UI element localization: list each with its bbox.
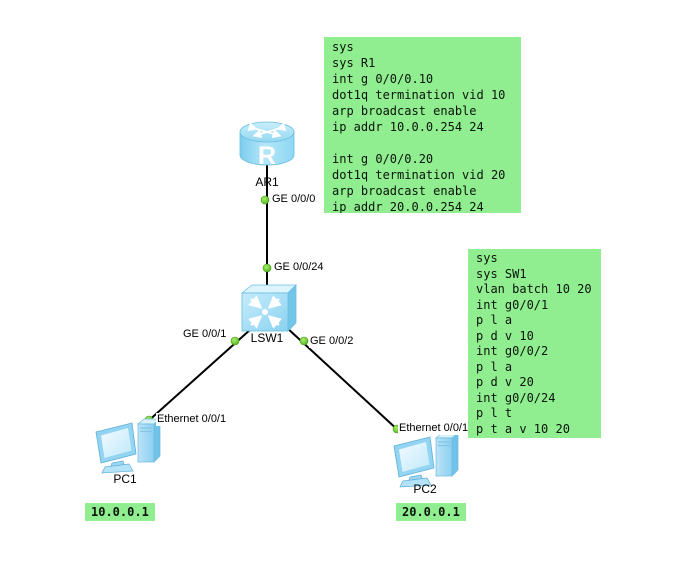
- pc1-name-label: PC1: [113, 472, 137, 486]
- switch-inward-arrows-glyph: [248, 295, 282, 329]
- port-label-pc2-ethernet: Ethernet 0/0/1: [398, 422, 470, 435]
- pc2-icon: [393, 432, 459, 488]
- note-pc2-ip[interactable]: 20.0.0.1: [396, 503, 466, 521]
- note-r1-config[interactable]: sys sys R1 int g 0/0/0.10 dot1q terminat…: [324, 37, 521, 213]
- port-up-indicator-switch-ge001: [230, 336, 240, 346]
- port-up-indicator-router-ge000: [260, 195, 270, 205]
- port-label-router-ge000: GE 0/0/0: [271, 193, 317, 206]
- router-icon: R: [239, 121, 295, 167]
- port-label-switch-ge001: GE 0/0/1: [182, 328, 228, 341]
- router-letter: R: [258, 142, 276, 167]
- switch-name-label: LSW1: [250, 331, 284, 345]
- switch-icon: [240, 284, 297, 332]
- pc-monitor-shape: [393, 436, 435, 488]
- port-label-switch-ge002: GE 0/0/2: [309, 335, 355, 348]
- pc2-name-label: PC2: [413, 482, 437, 496]
- router-crossed-arrows-glyph: [247, 122, 287, 139]
- router-name-label: AR1: [255, 175, 279, 189]
- port-up-indicator-switch-ge002: [299, 336, 309, 346]
- port-label-pc1-ethernet: Ethernet 0/0/1: [156, 413, 228, 426]
- pc-tower-shape: [435, 432, 459, 477]
- note-sw1-config[interactable]: sys sys SW1 vlan batch 10 20 int g0/0/1 …: [468, 249, 601, 438]
- port-label-switch-ge0024: GE 0/0/24: [273, 261, 325, 274]
- pc2-device[interactable]: [390, 430, 468, 488]
- switch-device[interactable]: [239, 281, 297, 335]
- port-up-indicator-switch-ge0024: [262, 263, 272, 273]
- router-device[interactable]: R: [238, 121, 296, 167]
- note-pc1-ip[interactable]: 10.0.0.1: [85, 503, 155, 521]
- pc-monitor-shape: [95, 422, 137, 474]
